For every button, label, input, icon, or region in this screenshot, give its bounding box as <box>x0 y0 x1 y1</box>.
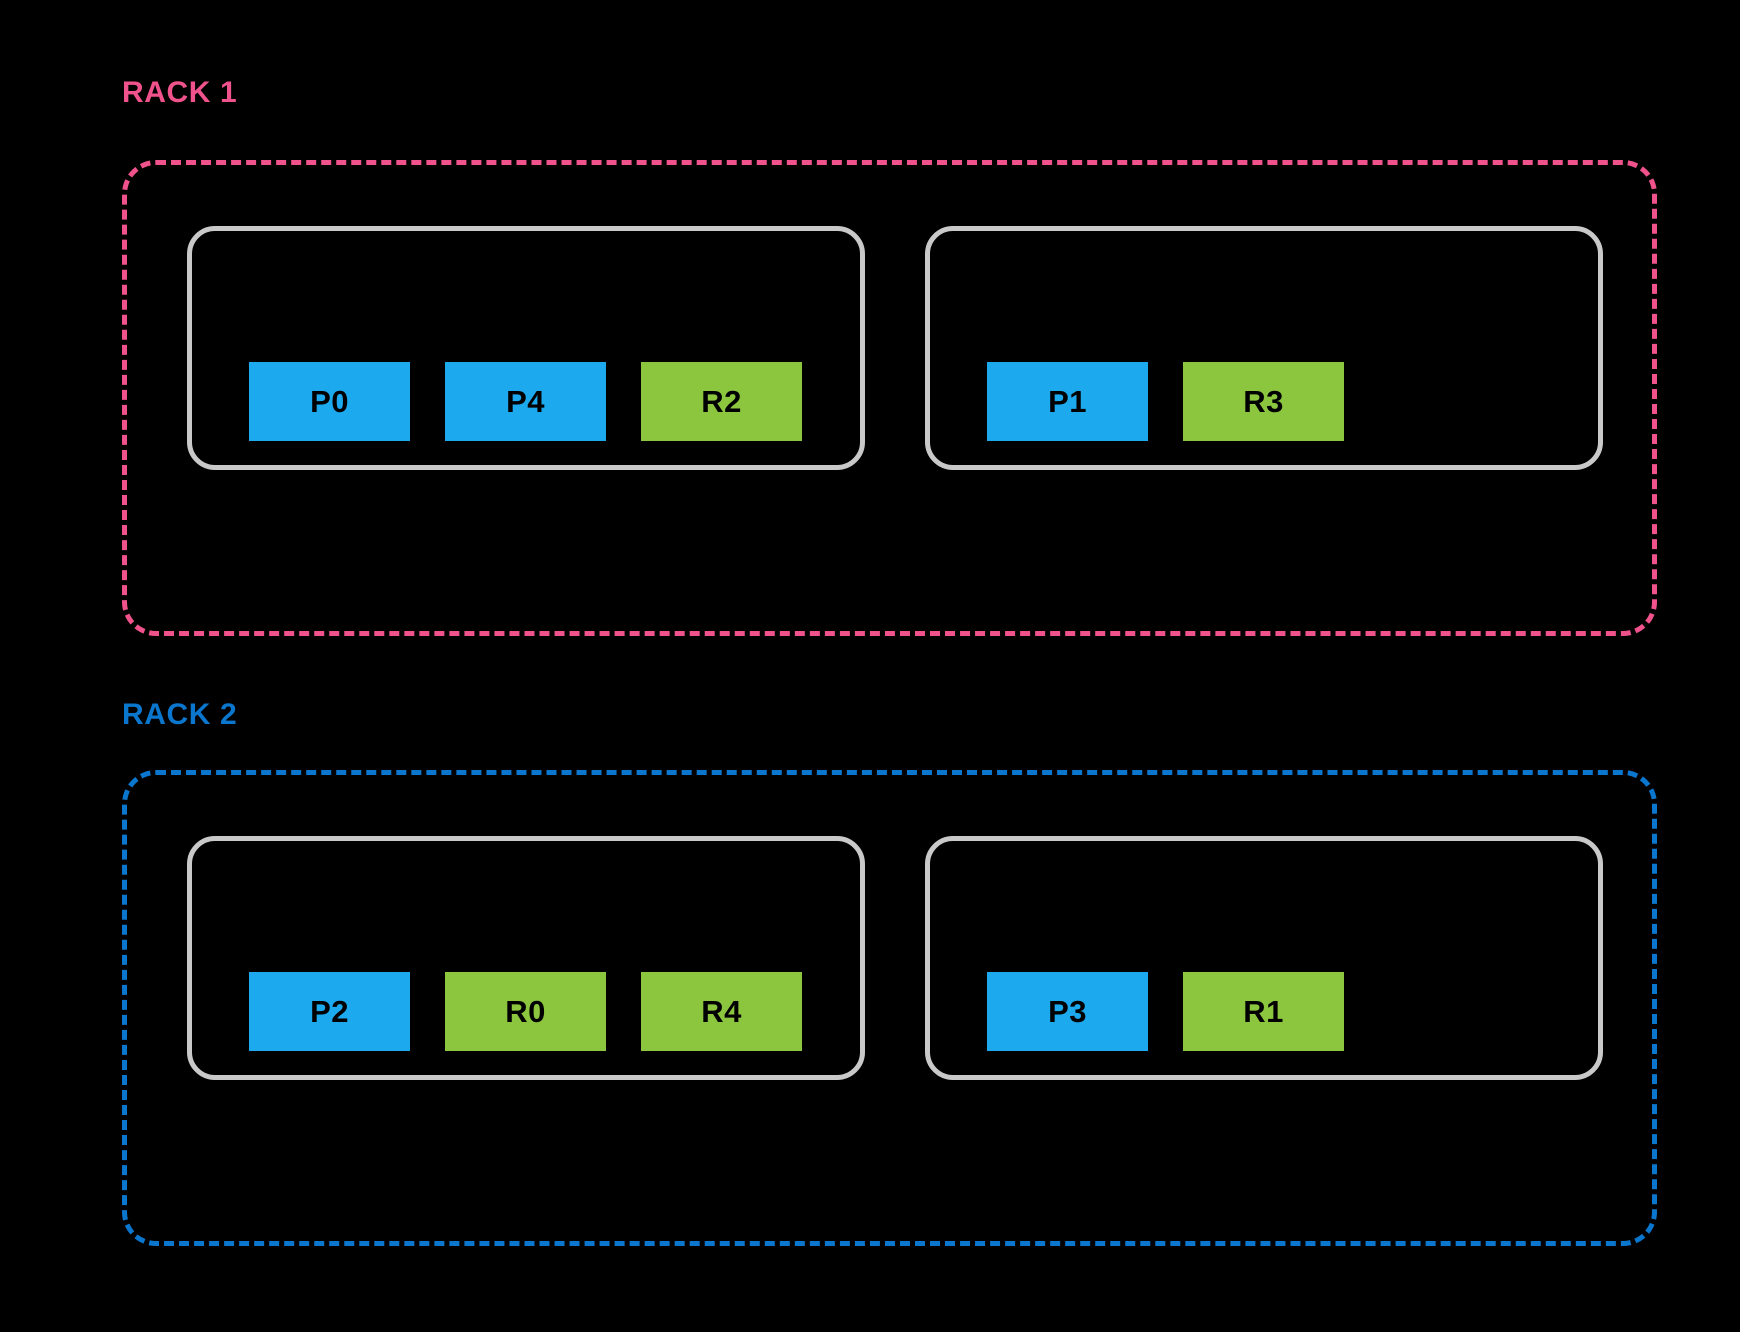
shard-chip-label: R4 <box>701 994 742 1029</box>
shard-chip-label: R1 <box>1243 994 1284 1029</box>
shard-chip-label: R0 <box>505 994 546 1029</box>
shard-chip-label: P3 <box>1048 994 1087 1029</box>
shard-chip-r3[interactable]: R3 <box>1183 362 1344 441</box>
shard-chip-label: P1 <box>1048 384 1087 419</box>
shard-chip-label: P2 <box>310 994 349 1029</box>
rack-group-2: RACK 2 P2 R0 R4 P3 <box>122 610 1657 1270</box>
shard-chip-p1[interactable]: P1 <box>987 362 1148 441</box>
shard-chip-r2[interactable]: R2 <box>641 362 802 441</box>
rack-boundary-2: P2 R0 R4 P3 R1 <box>122 770 1657 1246</box>
shard-chip-label: R2 <box>701 384 742 419</box>
shard-chip-label: R3 <box>1243 384 1284 419</box>
node-container-2-2: P3 R1 <box>925 836 1603 1080</box>
rack-group-1: RACK 1 P0 P4 R2 P1 <box>122 0 1657 660</box>
rack-label-1: RACK 1 <box>122 76 238 109</box>
shard-chip-p3[interactable]: P3 <box>987 972 1148 1051</box>
chip-row-1-2: P1 R3 <box>987 362 1344 441</box>
chip-row-2-1: P2 R0 R4 <box>249 972 802 1051</box>
rack-label-2: RACK 2 <box>122 698 238 731</box>
node-container-1-1: P0 P4 R2 <box>187 226 865 470</box>
shard-chip-p0[interactable]: P0 <box>249 362 410 441</box>
node-container-1-2: P1 R3 <box>925 226 1603 470</box>
rack-boundary-1: P0 P4 R2 P1 R3 <box>122 160 1657 636</box>
shard-chip-label: P0 <box>310 384 349 419</box>
chip-row-1-1: P0 P4 R2 <box>249 362 802 441</box>
shard-chip-r1[interactable]: R1 <box>1183 972 1344 1051</box>
shard-chip-p4[interactable]: P4 <box>445 362 606 441</box>
shard-chip-r4[interactable]: R4 <box>641 972 802 1051</box>
shard-chip-r0[interactable]: R0 <box>445 972 606 1051</box>
shard-chip-label: P4 <box>506 384 545 419</box>
node-container-2-1: P2 R0 R4 <box>187 836 865 1080</box>
shard-chip-p2[interactable]: P2 <box>249 972 410 1051</box>
chip-row-2-2: P3 R1 <box>987 972 1344 1051</box>
